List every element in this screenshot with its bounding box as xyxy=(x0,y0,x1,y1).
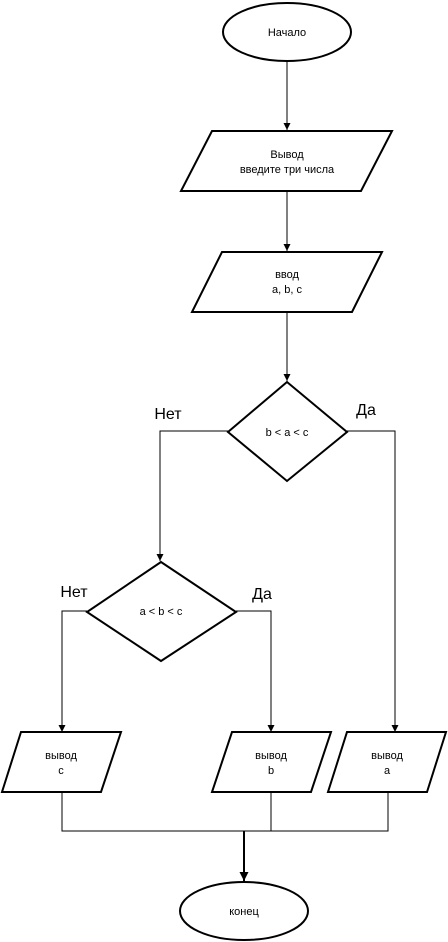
output-prompt-line1: Вывод xyxy=(270,149,304,161)
output-a-node xyxy=(326,731,448,793)
decision2-yes-label: Да xyxy=(252,586,272,603)
edge-decision2-no xyxy=(58,610,87,732)
output-b-node xyxy=(210,731,333,793)
input-line2: a, b, c xyxy=(272,284,302,296)
decision2-node xyxy=(85,560,238,663)
output-c-node xyxy=(0,731,123,793)
edge-decision2-yes xyxy=(236,610,275,732)
decision1-node xyxy=(226,380,349,483)
end-label: конец xyxy=(229,906,259,918)
output-a-line2: a xyxy=(384,765,391,777)
input-line1: ввод xyxy=(275,269,299,281)
start-label: Начало xyxy=(268,27,306,39)
output-b-line2: b xyxy=(268,765,274,777)
edge-decision1-no xyxy=(156,430,228,561)
output-b-line1: вывод xyxy=(255,750,287,762)
decision2-condition: a < b < c xyxy=(140,606,183,618)
start-node xyxy=(222,2,352,62)
decision1-condition: b < a < c xyxy=(266,427,309,439)
end-node xyxy=(179,881,309,941)
decision2-no-label: Нет xyxy=(60,584,88,601)
decision1-no-label: Нет xyxy=(154,406,182,423)
edge-merge xyxy=(61,793,389,832)
output-c-line2: c xyxy=(58,765,64,777)
output-prompt-node xyxy=(179,130,394,192)
output-a-line1: вывод xyxy=(371,750,403,762)
output-c-line1: вывод xyxy=(45,750,77,762)
input-node xyxy=(190,251,384,313)
edge-decision1-yes xyxy=(347,430,399,732)
decision1-yes-label: Да xyxy=(356,402,376,419)
output-prompt-line2: введите три числа xyxy=(240,164,335,176)
